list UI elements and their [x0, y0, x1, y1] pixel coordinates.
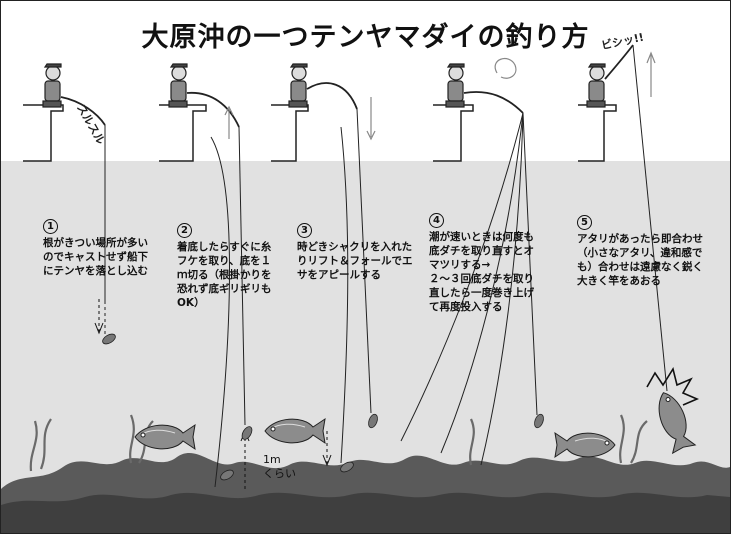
step-text: 根がきつい場所が多い のでキャストせず船下 にテンヤを落とし込む — [43, 237, 148, 277]
angler-figures — [42, 63, 606, 108]
motion-arrows — [224, 51, 656, 141]
step-number: 1 — [43, 219, 58, 234]
step-number: 3 — [297, 223, 312, 238]
fishing-lines — [104, 44, 668, 488]
step-number: 5 — [577, 215, 592, 230]
fishing-rods — [60, 44, 634, 128]
step-text: アタリがあったら即合わせ （小さなアタリ、違和感で も）合わせは遠慮なく鋭く 大… — [577, 233, 703, 287]
step-3: 3 時どきシャクリを入れた りリフト＆フォールでエ サをアピールする — [297, 223, 413, 282]
step-text: 時どきシャクリを入れた りリフト＆フォールでエ サをアピールする — [297, 241, 413, 281]
sea-bream-fish — [134, 366, 700, 459]
step-number: 2 — [177, 223, 192, 238]
step-1: 1 根がきつい場所が多い のでキャストせず船下 にテンヤを落とし込む — [43, 219, 148, 278]
step-4: 4 潮が速いときは何度も 底ダチを取り直すとオ マツリする→ ２～３回底ダチを取… — [429, 213, 534, 314]
page-title: 大原沖の一つテンヤマダイの釣り方 — [141, 22, 590, 53]
step-text: 着底したらすぐに糸 フケを取り、底を１ ｍ切る（根掛かりを 恐れず底ギリギリも … — [177, 241, 272, 309]
step-2: 2 着底したらすぐに糸 フケを取り、底を１ ｍ切る（根掛かりを 恐れず底ギリギリ… — [177, 223, 272, 310]
step-5: 5 アタリがあったら即合わせ （小さなアタリ、違和感で も）合わせは遠慮なく鋭く… — [577, 215, 703, 288]
step-text: 潮が速いときは何度も 底ダチを取り直すとオ マツリする→ ２～３回底ダチを取り … — [429, 231, 534, 313]
step-number: 4 — [429, 213, 444, 228]
boat-decks — [23, 104, 617, 162]
depth-label: 1m くらい — [263, 453, 296, 480]
tenya-baits — [102, 333, 544, 481]
seabed — [1, 414, 730, 533]
